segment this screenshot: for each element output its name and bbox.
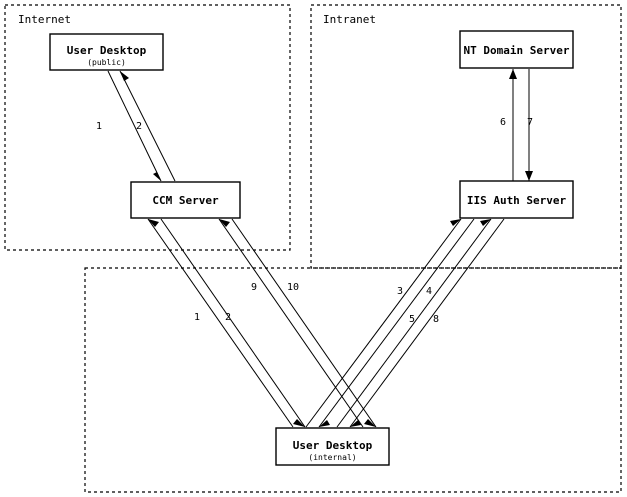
node-title-user-desktop-internal: User Desktop [293,439,373,452]
node-title-ccm-server: CCM Server [152,194,219,207]
node-box-user-desktop-internal[interactable] [275,427,390,466]
step-label-8: 8 [433,314,439,325]
flow-line-9 [218,218,364,428]
node-box-iis-auth-server[interactable] [459,180,574,219]
step-label-7: 7 [527,117,533,128]
step-label-1-internal: 1 [194,312,200,323]
node-title-user-desktop-public: User Desktop [67,44,147,57]
step-label-10: 10 [287,282,299,293]
step-label-3: 3 [397,286,403,297]
step-label-2-internal: 2 [225,312,231,323]
step-label-6: 6 [500,117,506,128]
zone-label-internet: Internet [18,13,71,26]
node-box-user-desktop-public[interactable] [49,33,164,71]
connector-internal-desktop-iis-3-4 [305,218,475,428]
flow-line-8 [349,218,505,428]
node-title-iis-auth-server: IIS Auth Server [467,194,567,207]
arrow-head-2-public [120,71,129,81]
arrow-head-1-public [153,172,161,181]
zone-label-intranet: Intranet [323,13,376,26]
flow-line-2-internal [160,218,306,428]
connector-public-desktop-ccm [107,70,176,182]
arrow-head-3 [450,219,461,226]
flow-line-1-public [107,70,162,182]
node-box-nt-domain-server[interactable] [459,30,574,69]
node-box-ccm-server[interactable] [130,181,241,219]
step-label-1-public: 1 [96,121,102,132]
arrow-head-5 [480,219,491,226]
zone-internal-boundary [84,267,622,493]
node-nt-domain-server[interactable]: NT Domain Server [459,30,574,69]
connector-internal-desktop-ccm-9-10 [218,218,377,428]
node-user-desktop-internal[interactable]: User Desktop (internal) [275,427,390,466]
flow-line-3 [305,218,462,428]
flow-line-5 [336,218,492,428]
step-label-4: 4 [426,286,432,297]
step-number-labels: 1 2 6 7 9 10 1 2 3 4 5 8 [96,117,533,325]
flow-line-1-internal [147,218,294,428]
node-iis-auth-server[interactable]: IIS Auth Server [459,180,574,219]
arrow-head-1-internal [148,219,159,227]
arrow-head-10 [364,419,376,427]
zone-internet-boundary [4,4,291,251]
node-subtitle-user-desktop-public: (public) [87,58,126,67]
node-title-nt-domain-server: NT Domain Server [464,44,570,57]
node-ccm-server[interactable]: CCM Server [130,181,241,219]
node-user-desktop-public[interactable]: User Desktop (public) [49,33,164,71]
arrow-head-2-internal [293,419,305,427]
arrow-head-8 [350,420,361,427]
arrow-head-6 [509,69,517,79]
connector-internal-desktop-ccm-1-2 [147,218,306,428]
flow-line-4 [318,218,475,428]
flow-line-2-public [119,70,176,182]
arrow-head-9 [219,219,230,227]
arrow-head-7 [525,171,533,181]
step-label-2-public: 2 [136,121,142,132]
step-label-5: 5 [409,314,415,325]
connector-internal-desktop-iis-5-8 [336,218,505,428]
arrow-head-4 [319,420,330,427]
step-label-9: 9 [251,282,257,293]
flow-line-10 [231,218,377,428]
node-subtitle-user-desktop-internal: (internal) [308,453,356,462]
connector-iis-nt-domain [509,69,533,181]
